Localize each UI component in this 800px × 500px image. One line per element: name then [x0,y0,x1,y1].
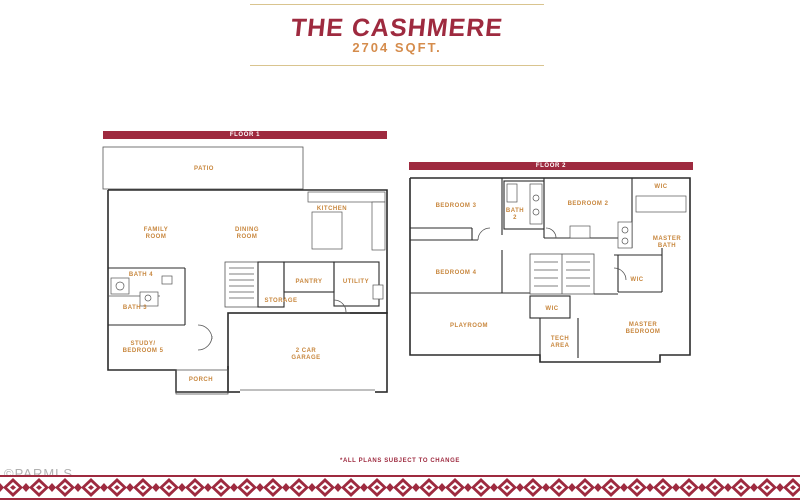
label-tech-area-2: AREA [550,343,569,349]
label-porch: PORCH [189,377,213,383]
title-block: THE CASHMERE 2704 SQFT. [250,4,544,66]
title-bottom-rule [250,65,544,66]
label-master-bath-1: MASTER [653,236,682,242]
label-master-bath-2: BATH [658,243,676,249]
label-dining-room-2: ROOM [237,234,258,240]
master-vanity [617,221,633,249]
label-pantry: PANTRY [296,279,323,285]
porch-outline [175,369,229,395]
label-utility: UTILITY [343,279,369,285]
label-tech-area-1: TECH [551,336,569,342]
label-bath2-2: 2 [513,215,517,221]
label-kitchen: KITCHEN [317,206,347,212]
bed3-door-swing [477,227,491,241]
floor2-plan [409,177,691,363]
floor1-label-bar: FLOOR 1 [103,131,387,139]
label-dining-room-1: DINING [235,227,259,233]
utility-door-swing [333,299,347,313]
bath4-sink [115,281,125,291]
washer [372,284,384,300]
label-bath2-1: BATH [506,208,524,214]
kitchen-counter [307,191,386,203]
floor2-label-bar: FLOOR 2 [409,162,693,170]
bath2-vanity [529,183,543,225]
label-master-bedroom-1: MASTER [629,322,658,328]
label-bath4: BATH 4 [129,272,153,278]
label-bedroom3: BEDROOM 3 [436,203,477,209]
floor-plan-drawing: PATIO FAMILY ROOM DINING ROOM KITCHEN BA… [102,146,691,395]
label-storage: STORAGE [264,298,297,304]
label-wic-right: WIC [630,277,643,283]
stair1 [224,261,259,308]
label-wic-top: WIC [654,184,667,190]
label-study-2: BEDROOM 5 [123,348,164,354]
label-garage-1: 2 CAR [296,348,317,354]
floor2-outer-walls [409,177,691,363]
label-bedroom4: BEDROOM 4 [436,270,477,276]
label-playroom: PLAYROOM [450,323,488,329]
label-garage-2: GARAGE [291,355,320,361]
label-patio: PATIO [194,166,214,172]
label-wic-left: WIC [545,306,558,312]
label-study-1: STUDY/ [130,341,155,347]
plans-disclaimer: *ALL PLANS SUBJECT TO CHANGE [340,458,460,464]
floor1-plan [102,146,388,395]
diamond-pattern [0,475,800,500]
pantry-walls [283,261,335,293]
utility-walls [333,261,380,307]
patio-slab [102,146,304,190]
study-door-swing [197,324,213,340]
label-family-room-2: ROOM [146,234,167,240]
wic-left-walls [529,295,571,319]
bath2-toilet [506,183,518,203]
decorative-border [0,475,800,500]
plan-square-footage: 2704 SQFT. [352,40,442,55]
kitchen-counter-side [371,201,386,251]
label-family-room-1: FAMILY [144,227,168,233]
label-bedroom2: BEDROOM 2 [568,201,609,207]
kitchen-island [311,211,343,250]
bath4-toilet [161,275,173,285]
title-top-rule [250,4,544,5]
master-tub [635,195,687,213]
bath3-sink [144,294,152,302]
label-master-bedroom-2: BEDROOM [626,329,661,335]
front-door-swing [197,335,213,351]
label-bath3: BATH 3 [123,305,147,311]
